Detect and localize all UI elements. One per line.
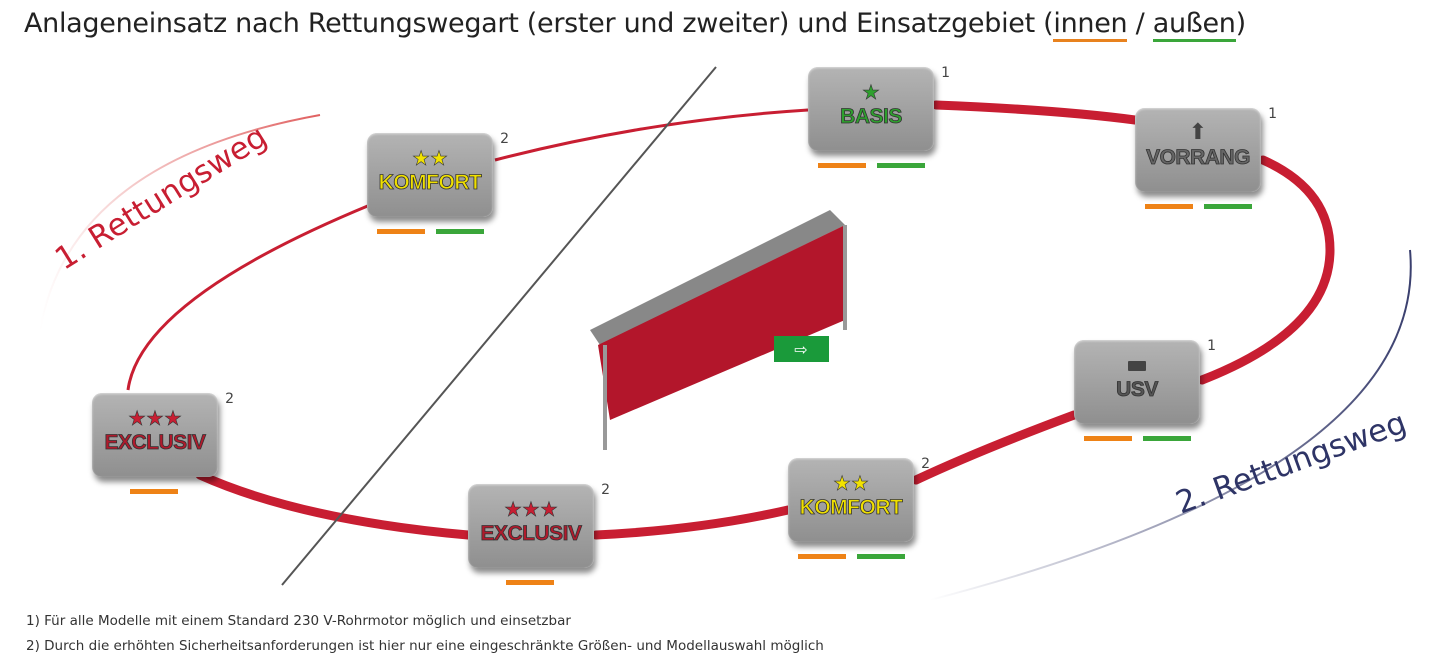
indicator-inner: [798, 554, 846, 559]
page-title: Anlageneinsatz nach Rettungswegart (erst…: [24, 8, 1247, 42]
box-label: EXCLUSIV: [480, 522, 582, 546]
footnote-2: 2) Durch die erhöhten Sicherheitsanforde…: [26, 638, 824, 654]
indicator-inner: [818, 163, 866, 168]
star-icon: ★: [862, 80, 881, 105]
door-illustration: ⇨: [590, 210, 847, 450]
indicator-inner: [1084, 436, 1132, 441]
stars-icon: ★★: [833, 471, 869, 496]
indicator-inner: [130, 489, 178, 494]
box-label: BASIS: [840, 105, 903, 129]
svg-text:⇨: ⇨: [794, 340, 807, 359]
box-basis: ★ BASIS 1: [808, 65, 950, 168]
title-outer: außen: [1152, 8, 1236, 42]
box-label: VORRANG: [1146, 146, 1251, 170]
indicator-outer: [1204, 204, 1252, 209]
box-label: KOMFORT: [799, 496, 903, 520]
box-label: EXCLUSIV: [104, 431, 206, 455]
stars-icon: ★★: [412, 146, 448, 171]
title-suffix: ): [1235, 8, 1247, 39]
title-text: Anlageneinsatz nach Rettungswegart (erst…: [24, 8, 1054, 39]
title-sep: /: [1127, 8, 1153, 39]
box-exclusiv-bottom: ★★★ EXCLUSIV 2: [468, 482, 610, 585]
footnote-marker: 1: [1268, 106, 1277, 122]
box-usv: USV 1: [1074, 338, 1216, 441]
box-vorrang: ⬆ VORRANG 1: [1135, 106, 1277, 209]
footnote-marker: 1: [941, 65, 950, 81]
box-komfort-top: ★★ KOMFORT 2: [367, 131, 509, 234]
ring-thin: [126, 108, 809, 391]
footnote-marker: 2: [601, 482, 610, 498]
box-exclusiv-left: ★★★ EXCLUSIV 2: [92, 391, 234, 494]
route1-arc: [39, 114, 321, 331]
route2-arc: [929, 249, 1412, 601]
indicator-inner: [506, 580, 554, 585]
footnote-marker: 2: [500, 131, 509, 147]
indicator-outer: [877, 163, 925, 168]
title-inner: innen: [1053, 8, 1128, 42]
footnote-1: 1) Für alle Modelle mit einem Standard 2…: [26, 613, 571, 629]
stars-icon: ★★★: [504, 497, 558, 522]
indicator-outer: [1143, 436, 1191, 441]
box-komfort-bottom: ★★ KOMFORT 2: [788, 456, 930, 559]
stars-icon: ★★★: [128, 406, 182, 431]
indicator-inner: [377, 229, 425, 234]
arrow-up-icon: ⬆: [1188, 120, 1208, 145]
divider-line: [281, 66, 717, 586]
indicator-inner: [1145, 204, 1193, 209]
footnote-marker: 2: [921, 456, 930, 472]
ring-thick: [195, 100, 1335, 540]
footnote-marker: 2: [225, 391, 234, 407]
box-label: KOMFORT: [378, 171, 482, 195]
battery-icon: [1074, 352, 1200, 378]
indicator-outer: [436, 229, 484, 234]
box-label: USV: [1116, 378, 1159, 402]
indicator-outer: [857, 554, 905, 559]
footnote-marker: 1: [1207, 338, 1216, 354]
